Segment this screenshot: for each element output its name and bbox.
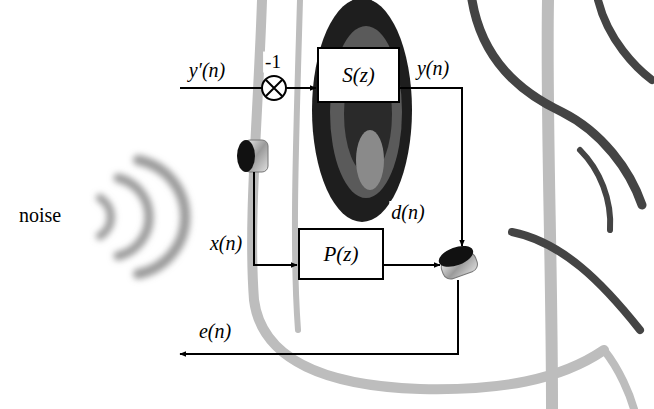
signal-label: d(n) xyxy=(389,201,426,223)
reference-microphone xyxy=(237,140,268,172)
gain-label: -1 xyxy=(263,52,283,73)
speaker-driver xyxy=(312,0,412,222)
noise-waves xyxy=(100,160,185,274)
signal-label: e(n) xyxy=(197,320,233,342)
transfer-function-box: P(z) xyxy=(298,228,384,280)
signal-wires xyxy=(180,88,462,354)
transfer-function-text: P(z) xyxy=(324,242,359,267)
signal-label: y′(n) xyxy=(187,59,228,81)
signal-label: x(n) xyxy=(208,232,244,254)
transfer-function-text: S(z) xyxy=(342,63,375,88)
ear-outline xyxy=(472,0,652,330)
transfer-function-box: S(z) xyxy=(317,47,400,103)
head-outline xyxy=(252,0,634,409)
signal-label: y(n) xyxy=(415,57,451,79)
multiplier-symbol xyxy=(262,76,286,100)
error-microphone xyxy=(436,242,480,282)
noise-label: noise xyxy=(17,204,63,226)
